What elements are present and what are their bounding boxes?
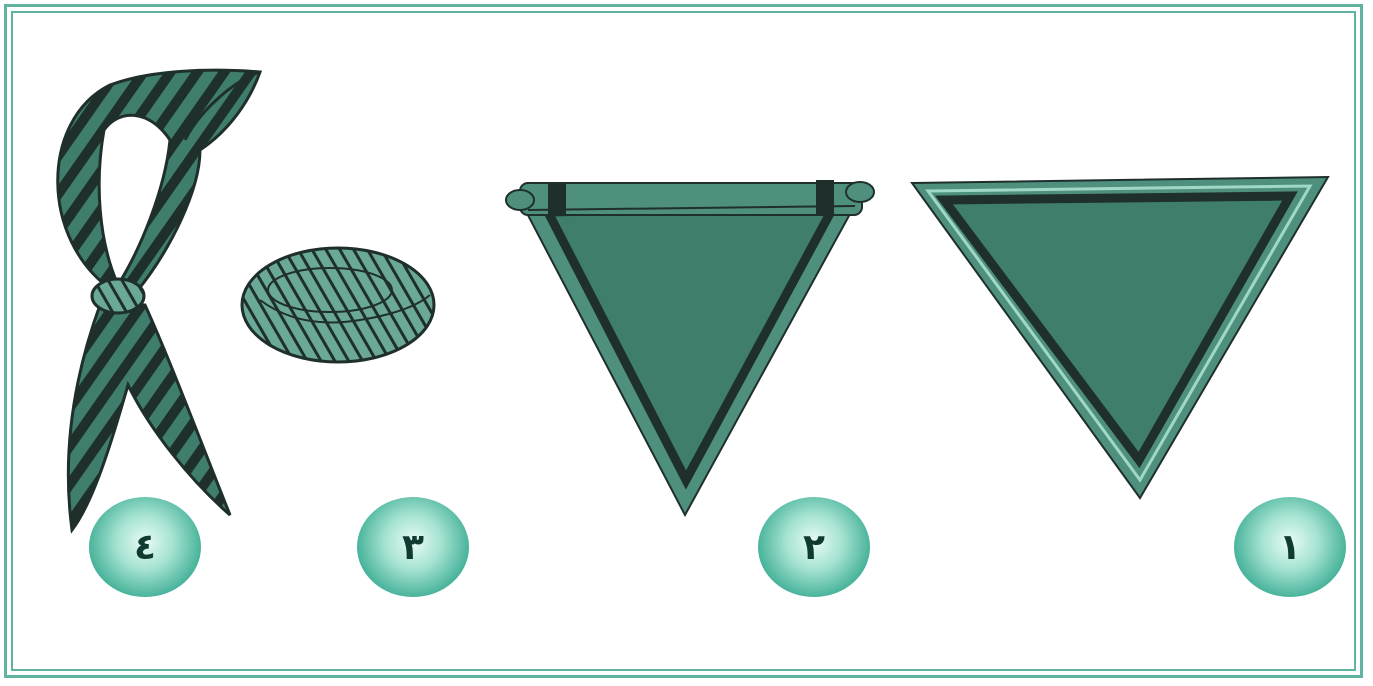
folded-scarf-triangle-icon — [506, 180, 874, 515]
tied-scarf-icon — [58, 70, 260, 530]
badge-3: ٣ — [357, 497, 469, 597]
badge-2: ٢ — [758, 497, 870, 597]
scarf-woggle-ring-icon — [242, 248, 434, 362]
badge-4: ٤ — [89, 497, 201, 597]
badge-1: ١ — [1234, 497, 1346, 597]
flat-scarf-triangle-icon — [912, 177, 1328, 498]
